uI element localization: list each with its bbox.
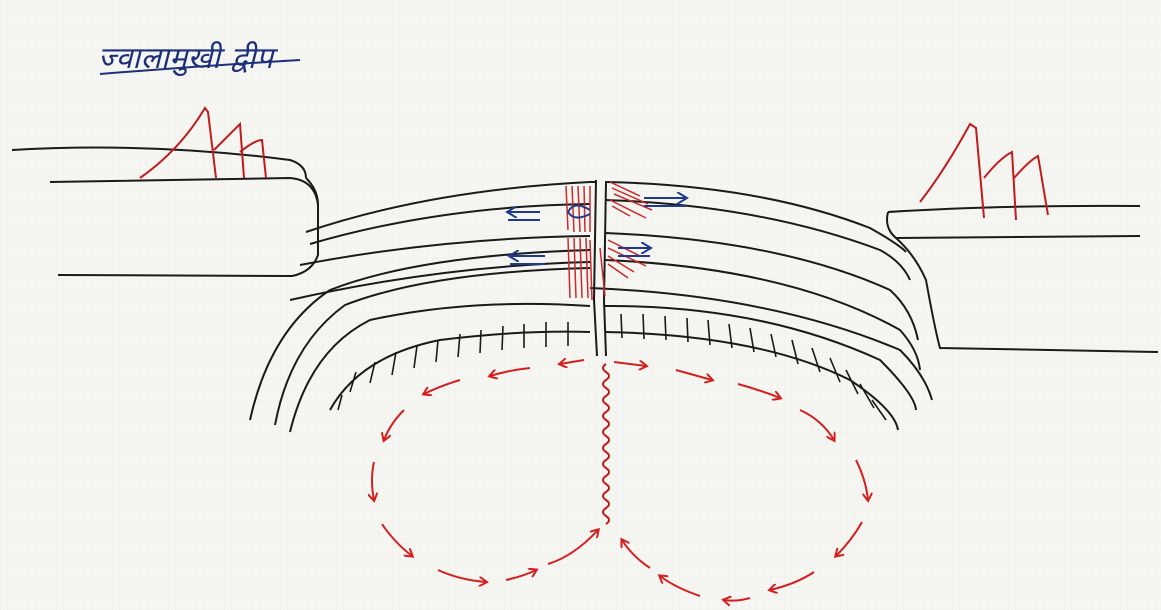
conv-arrow: [856, 460, 868, 500]
volcano-left: [140, 108, 266, 178]
conv-arrow: [836, 522, 862, 556]
conv-arrow: [382, 524, 412, 556]
right-continental-block: [887, 206, 1158, 352]
plate-arrows: [508, 198, 686, 264]
conv-arrow: [490, 368, 530, 376]
conv-arrow: [614, 362, 646, 366]
conv-arrow: [372, 462, 374, 500]
conv-arrow: [384, 410, 404, 440]
conv-arrow: [548, 530, 598, 564]
conv-arrow: [800, 410, 834, 440]
convection-left: [372, 360, 598, 582]
conv-arrow: [770, 572, 814, 590]
convection-right: [614, 362, 868, 601]
magma-plume: [603, 364, 609, 524]
conv-arrow: [724, 598, 750, 601]
conv-arrow: [560, 360, 584, 364]
oceanic-arch-layers: [250, 180, 932, 432]
conv-arrow: [438, 570, 486, 582]
plate-arrow-left-upper: [508, 212, 540, 220]
conv-arrow: [506, 570, 536, 580]
conv-arrow: [676, 370, 712, 380]
conv-arrow: [738, 384, 780, 398]
conv-arrow: [660, 576, 700, 596]
conv-arrow: [622, 540, 650, 568]
left-continental-block: [12, 148, 318, 276]
plate-arrow-left-lower: [510, 256, 545, 264]
hatch-band: [338, 314, 886, 420]
conv-arrow: [424, 380, 460, 394]
